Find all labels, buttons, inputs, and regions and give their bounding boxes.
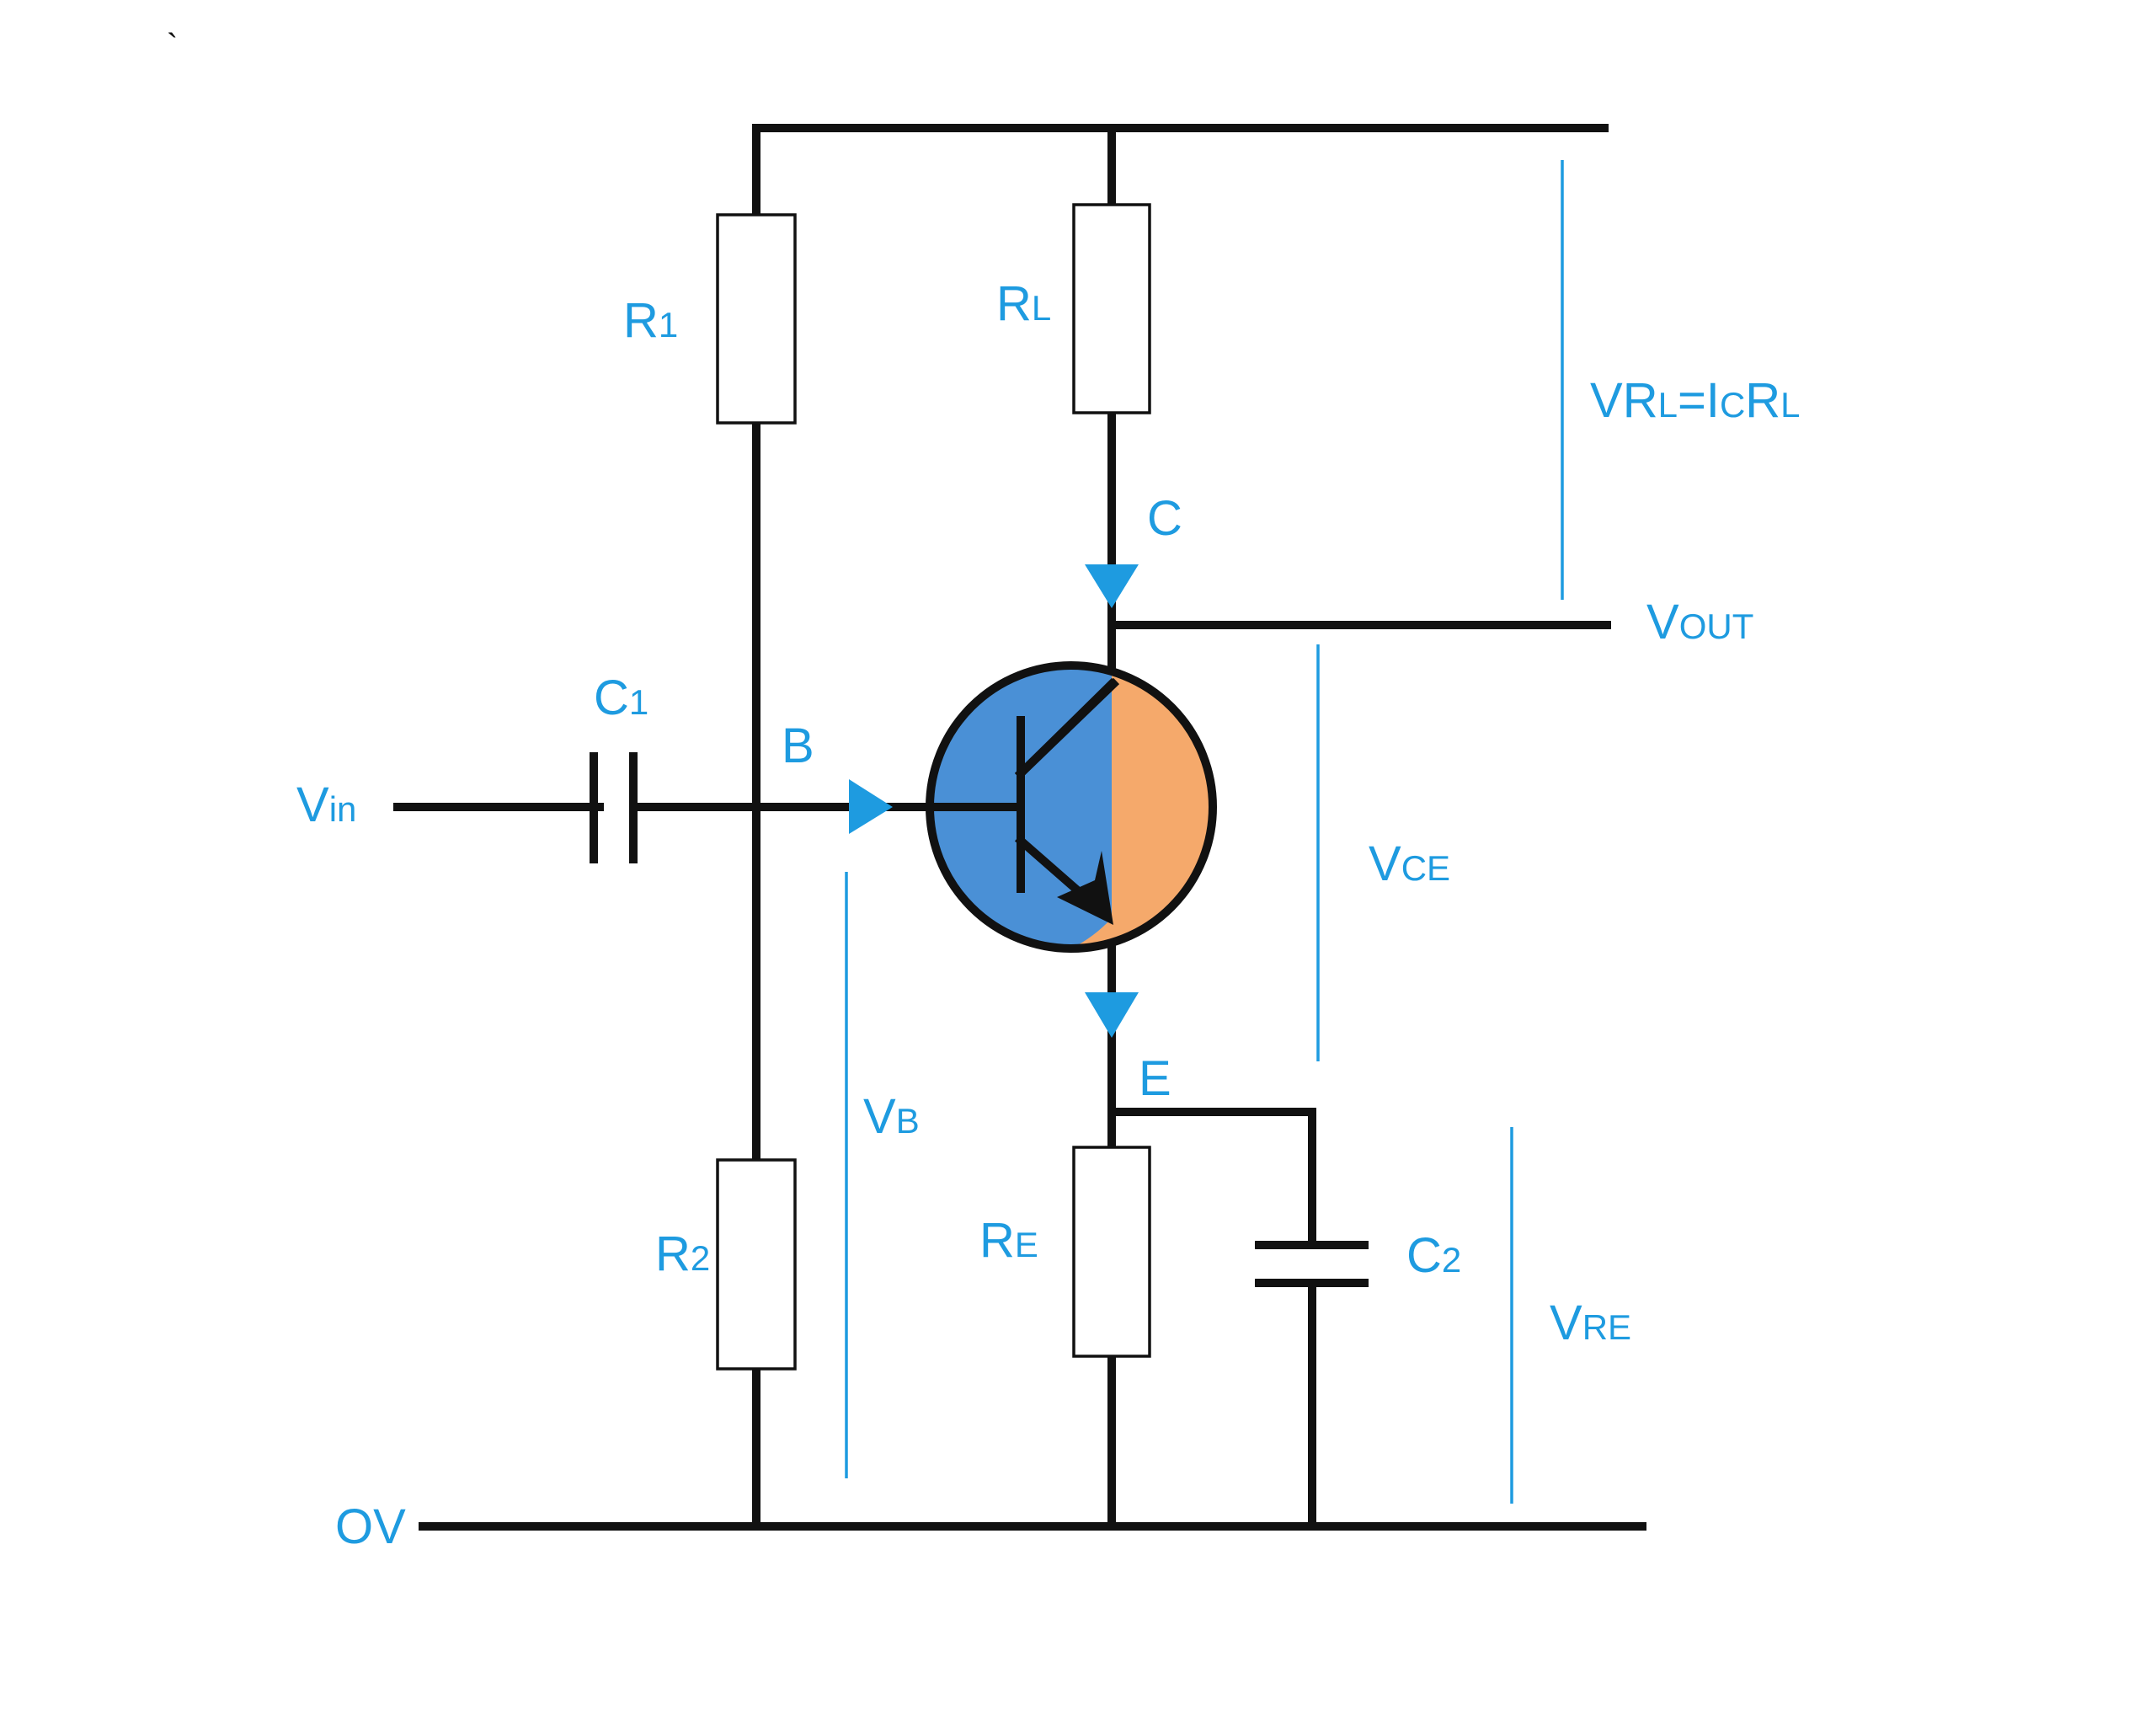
- npn-transistor: [926, 661, 1217, 953]
- label-r2: R2: [655, 1226, 710, 1281]
- label-base-node: B: [782, 719, 814, 773]
- label-vin: Vin: [296, 778, 356, 832]
- emitter-arrow-icon: [1057, 851, 1113, 925]
- label-c1: C1: [594, 671, 648, 725]
- collector-current-arrow-icon: [1085, 564, 1139, 608]
- label-r1: R1: [623, 293, 678, 348]
- label-vre: VRE: [1550, 1296, 1631, 1350]
- label-vce: VCE: [1369, 836, 1450, 891]
- label-ground-ov: OV: [335, 1499, 406, 1554]
- resistor-r2: [716, 1158, 797, 1371]
- stray-mark: `: [167, 28, 178, 65]
- emitter-current-arrow-icon: [1085, 992, 1139, 1038]
- resistor-rl: [1072, 203, 1151, 414]
- label-emitter-node: E: [1139, 1051, 1171, 1106]
- label-vb: VB: [863, 1089, 920, 1144]
- label-vrl-equation: VRL=ICRL: [1590, 373, 1801, 428]
- capacitor-c2: [1255, 1241, 1369, 1287]
- base-current-arrow-icon: [849, 779, 893, 834]
- resistor-r1: [716, 213, 797, 425]
- label-vout: VOUT: [1646, 595, 1753, 649]
- wires: [393, 124, 1646, 1531]
- c2-top-wire: [1107, 1108, 1316, 1245]
- label-c2: C2: [1406, 1228, 1461, 1283]
- label-re: RE: [979, 1213, 1038, 1268]
- resistor-re: [1072, 1146, 1151, 1358]
- label-rl: RL: [996, 276, 1051, 331]
- transistor-collector-lead: [1014, 677, 1120, 780]
- supply-rail-left: [752, 124, 1116, 227]
- label-collector-node: C: [1147, 491, 1182, 546]
- capacitor-c1: [590, 752, 638, 863]
